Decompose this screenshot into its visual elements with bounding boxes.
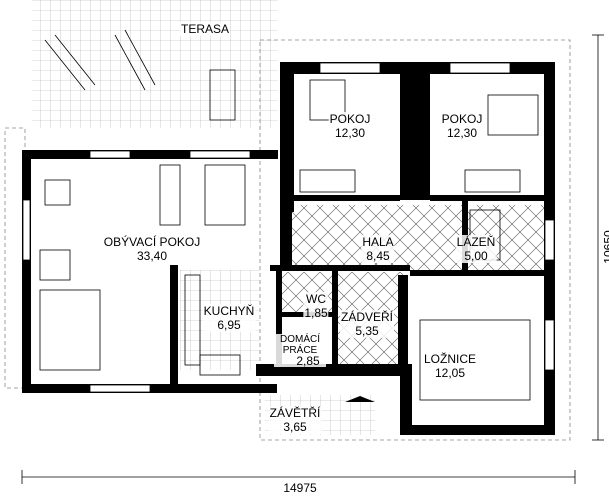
furniture [39, 29, 539, 401]
room-name: DOMÁCÍ PRÁCE [280, 334, 320, 356]
room-name: OBÝVACÍ POKOJ [103, 235, 201, 249]
room-area: 3,65 [283, 420, 307, 434]
room-name: LOŽNICE [423, 352, 477, 366]
room-area: 6,95 [217, 318, 241, 332]
room-area: 2,85 [296, 354, 320, 368]
room-area: 8,45 [366, 249, 390, 263]
room-area: 12,30 [334, 126, 366, 140]
width-dimension: 14975 [282, 481, 318, 495]
terrace-area [32, 0, 278, 128]
entrance-arrow [345, 396, 375, 402]
ap-label: AP [264, 370, 274, 377]
dimension-lines [21, 34, 604, 484]
room-area: 12,30 [446, 126, 478, 140]
room-name: POKOJ [329, 112, 371, 126]
room-name: HALA [362, 235, 394, 249]
room-area: 5,35 [355, 324, 379, 338]
room-name: LÁZEŇ [456, 235, 496, 249]
room-name: KUCHYŇ [203, 304, 255, 318]
terrace-label: TERASA [179, 22, 231, 36]
depth-dimension: 10650 [601, 229, 609, 265]
room-area: 5,00 [464, 249, 488, 263]
room-name: ZÁVĚTŘÍ [269, 406, 321, 420]
room-area: 1,85 [304, 306, 328, 320]
room-area: 33,40 [136, 249, 168, 263]
pk-label: PK [380, 370, 390, 377]
room-name: POKOJ [441, 112, 483, 126]
room-name: ZÁDVEŘÍ [340, 310, 394, 324]
room-name: WC [305, 292, 326, 306]
room-area: 12,05 [434, 366, 466, 380]
